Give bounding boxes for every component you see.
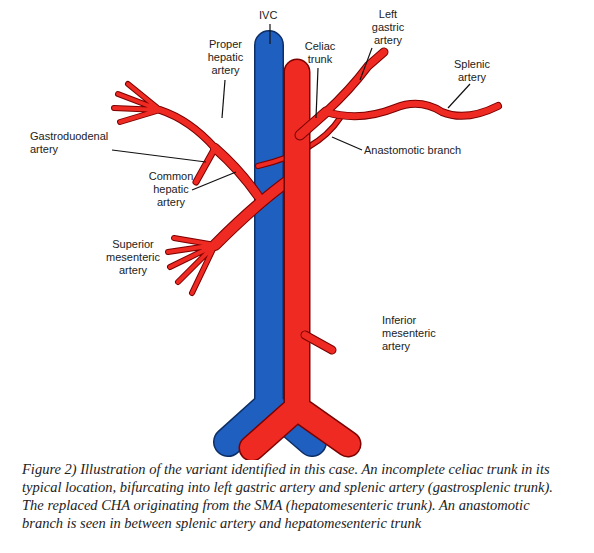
vessel-label: Celiac trunk (300, 40, 340, 66)
vessel-outlines (114, 45, 498, 448)
leader-line (332, 137, 362, 150)
vessel-label: Splenic artery (448, 58, 496, 84)
figure-caption: Figure 2) Illustration of the variant id… (22, 460, 574, 532)
vessel-label: Proper hepatic artery (198, 38, 253, 77)
vessel-label: IVC (259, 9, 299, 22)
leader-line (269, 24, 270, 44)
vessel-label: Common hepatic artery (146, 170, 196, 209)
leader-lines (112, 24, 470, 190)
leader-line (222, 80, 225, 118)
leader-line (192, 172, 236, 190)
ima-vessel (305, 335, 332, 350)
vessel-label: Gastroduodenal artery (30, 130, 120, 156)
aorta-outline (252, 72, 348, 448)
vessel-illustration (0, 0, 594, 460)
vessel-label: Left gastric artery (362, 8, 414, 47)
vessel-label: Inferior mesenteric artery (382, 314, 458, 353)
leader-line (112, 150, 206, 162)
leader-line (448, 84, 470, 108)
ima-outline (305, 335, 332, 350)
leader-line (360, 48, 372, 80)
aorta-vessel (252, 72, 348, 448)
vessel-label: Anastomotic branch (364, 144, 484, 157)
vessel-label: Superior mesenteric artery (100, 238, 166, 277)
leader-line (316, 68, 318, 118)
